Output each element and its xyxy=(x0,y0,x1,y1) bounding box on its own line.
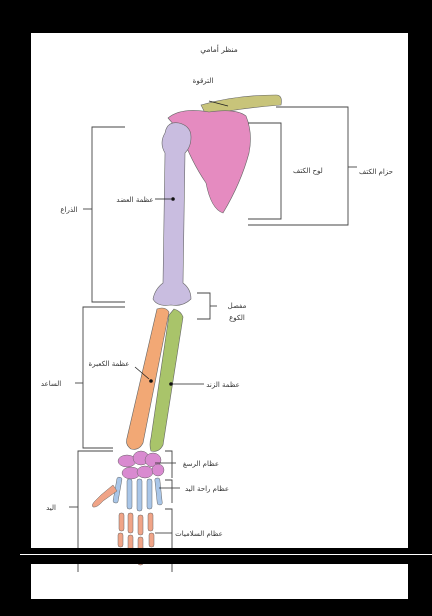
scapula-bracket xyxy=(248,123,281,219)
label-metacarpals: عظام راحة اليد xyxy=(185,485,229,493)
radius-pointer-dot xyxy=(149,379,153,383)
diagram-sheet: منظر أمامي الترقوة عظمة العضد عظمة الكعب… xyxy=(31,33,408,599)
label-ulna: عظمة الزند xyxy=(206,381,240,389)
label-elbow-line2: الكوع xyxy=(229,314,245,322)
carpal-bones xyxy=(118,451,164,479)
shoulder-girdle-bracket xyxy=(248,107,348,225)
metacarpals-bracket xyxy=(165,480,172,503)
label-shoulder-girdle: حزام الكتف xyxy=(359,168,393,176)
label-clavicle: الترقوة xyxy=(193,77,214,85)
metacarpal-bones xyxy=(113,477,163,511)
elbow-bracket xyxy=(197,293,210,319)
label-phalanges: عظام السلاميات xyxy=(175,530,223,538)
label-hand: اليد xyxy=(46,504,56,512)
thumb-phalanges xyxy=(92,485,117,507)
carpals-bracket xyxy=(165,451,172,478)
arm-skeleton-diagram: منظر أمامي الترقوة عظمة العضد عظمة الكعب… xyxy=(31,33,408,599)
scan-cut-line xyxy=(20,554,432,555)
forearm-bracket xyxy=(83,307,125,448)
label-forearm: الساعد xyxy=(41,380,61,388)
arm-bracket xyxy=(92,127,125,302)
bottom-white-strip xyxy=(31,572,408,592)
humerus-bone xyxy=(153,123,191,306)
diagram-title: منظر أمامي xyxy=(200,44,238,54)
scan-cut-band xyxy=(0,548,432,564)
label-scapula: لوح الكتف xyxy=(293,167,323,175)
ulna-pointer-dot xyxy=(169,382,173,386)
label-elbow-line1: مفصل xyxy=(228,302,247,310)
label-radius: عظمة الكعبرة xyxy=(89,360,130,368)
humerus-pointer-dot xyxy=(171,197,175,201)
label-carpals: عظام الرسغ xyxy=(183,460,219,468)
label-humerus: عظمة العضد xyxy=(116,196,153,204)
label-arm: الذراع xyxy=(60,206,77,214)
